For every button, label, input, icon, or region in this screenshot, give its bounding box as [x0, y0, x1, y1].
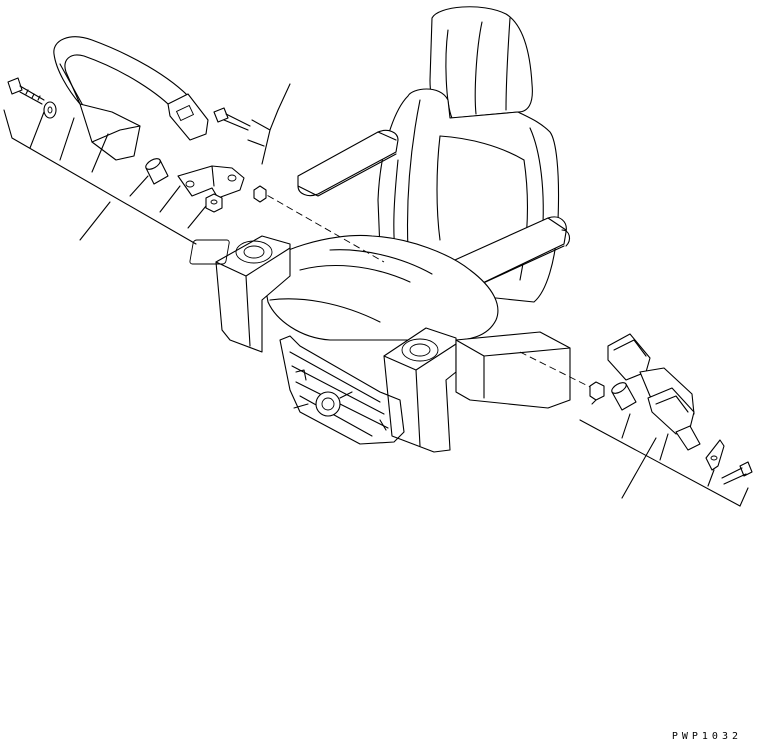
spacer-collar-icon: [610, 381, 636, 410]
right-seatbelt-buckle-assembly: [580, 334, 752, 506]
washer-icon: [44, 102, 56, 118]
bolt-icon: [722, 462, 752, 484]
nut-icon: [206, 194, 222, 212]
left-console: [189, 236, 290, 352]
weight-adjust-knob-icon: [316, 392, 340, 416]
nut-icon: [254, 186, 266, 202]
left-armrest: [298, 130, 398, 196]
seat-cushion: [262, 235, 498, 340]
spacer-collar-icon: [144, 157, 168, 184]
retractor-icon: [80, 104, 140, 160]
operator-seat: [189, 7, 600, 452]
seat-suspension: [280, 336, 404, 444]
left-seatbelt-assembly: [4, 37, 290, 244]
headrest: [430, 7, 532, 118]
nut-icon: [590, 382, 604, 400]
right-console: [384, 328, 456, 452]
seat-base-side-panel: [456, 332, 600, 408]
mounting-bracket-icon: [706, 440, 724, 470]
bolt-icon: [214, 108, 250, 130]
mounting-bracket-icon: [178, 166, 244, 198]
drawing-reference-code: PWP1032: [671, 731, 742, 742]
bolt-icon: [8, 78, 44, 104]
